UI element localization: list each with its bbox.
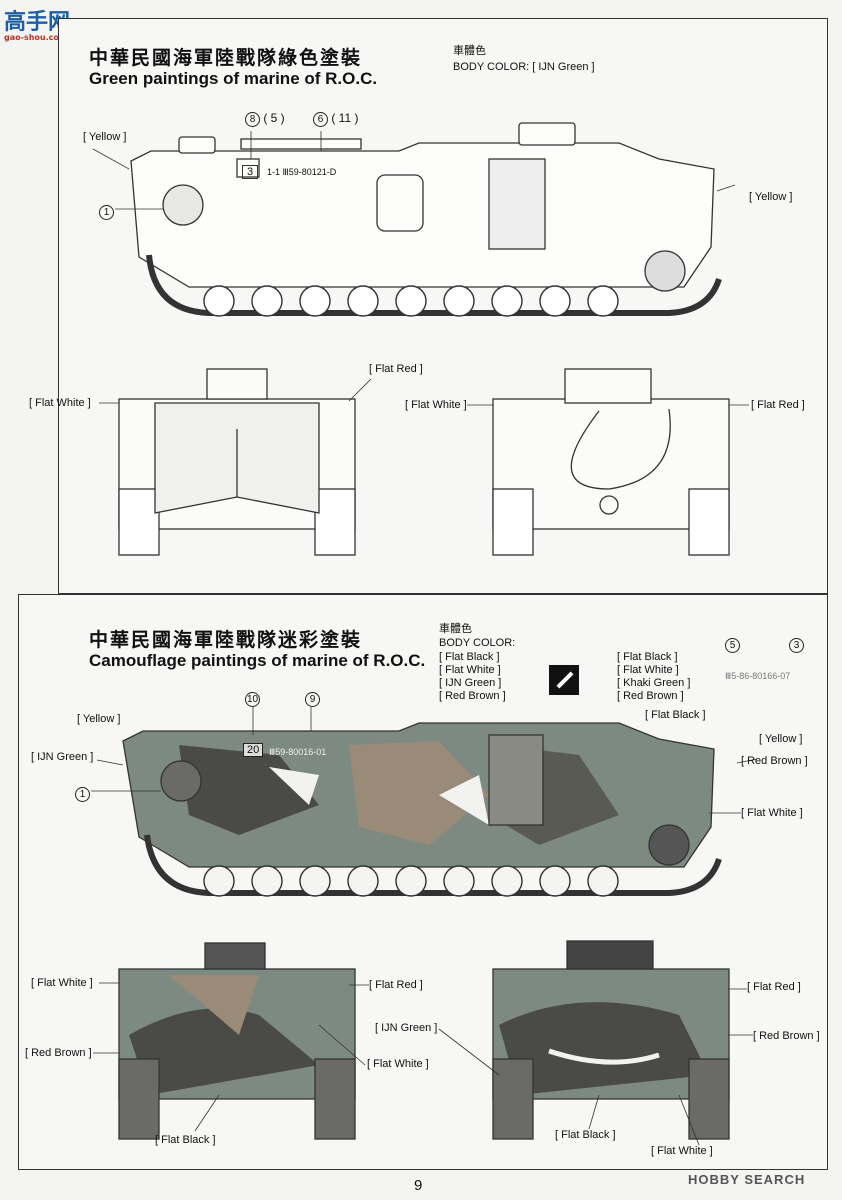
page-number: 9 xyxy=(414,1177,423,1194)
camo-callout-10: 10 xyxy=(245,689,260,707)
green-callout-6-paren: ( 11 ) xyxy=(331,111,359,125)
camouflage-scheme-panel: 中華民國海軍陸戰隊迷彩塗裝 Camouflage paintings of ma… xyxy=(18,594,828,1170)
camo-front-view xyxy=(118,942,356,1140)
decal-c5: 5 xyxy=(725,635,740,653)
camo-front-flat-red: [ Flat Red ] xyxy=(369,979,423,991)
green-rear-flat-red: [ Flat Red ] xyxy=(751,399,805,411)
camo-front-flat-white-2: [ Flat White ] xyxy=(367,1058,429,1070)
green-front-view xyxy=(118,368,356,556)
camo-front-flat-black: [ Flat Black ] xyxy=(155,1134,216,1146)
watermark: HOBBY SEARCH xyxy=(688,1172,806,1187)
camo-front-red-brown: [ Red Brown ] xyxy=(25,1047,92,1059)
camo-title-en: Camouflage paintings of marine of R.O.C. xyxy=(89,651,426,670)
camo-rear-flat-black: [ Flat Black ] xyxy=(555,1129,616,1141)
masking-icon xyxy=(549,665,579,695)
green-callout-6: 6 ( 11 ) xyxy=(313,111,358,127)
decal-c3: 3 xyxy=(789,635,804,653)
camo-yellow-left: [ Yellow ] xyxy=(77,713,121,725)
camo-rear-view xyxy=(492,940,730,1140)
camo-color-right-1: [ Flat Black ] xyxy=(617,651,678,663)
camo-callout-1-number: 1 xyxy=(75,787,90,802)
green-front-flat-white: [ Flat White ] xyxy=(29,397,91,409)
green-callout-8-paren: ( 5 ) xyxy=(263,111,285,125)
green-scheme-panel: 中華民國海軍陸戰隊綠色塗裝 Green paintings of marine … xyxy=(29,18,828,594)
camo-colors-left: [ Flat Black ] [ Flat White ] [ IJN Gree… xyxy=(439,651,506,703)
camo-rear-flat-white: [ Flat White ] xyxy=(651,1145,713,1157)
green-rear-flat-white: [ Flat White ] xyxy=(405,399,467,411)
green-yellow-right: [ Yellow ] xyxy=(749,191,793,203)
camo-color-right-4: [ Red Brown ] xyxy=(617,690,684,702)
green-road-wheels xyxy=(203,285,619,317)
green-side-view xyxy=(92,122,749,556)
camo-front-ijn-green: [ IJN Green ] xyxy=(375,1022,438,1034)
camo-front-flat-white: [ Flat White ] xyxy=(31,977,93,989)
green-callout-6-number: 6 xyxy=(313,112,328,127)
camo-body-color-zh: 車體色 xyxy=(439,623,472,635)
green-hull-number: 3 xyxy=(242,165,259,179)
camo-side-view xyxy=(91,707,758,1146)
camo-red-brown-right: [ Red Brown ] xyxy=(741,755,808,767)
green-body-color: BODY COLOR: [ IJN Green ] xyxy=(453,61,595,73)
camo-callout-10-number: 10 xyxy=(245,692,260,707)
decal-c3-number: 3 xyxy=(789,638,804,653)
camo-yellow-right: [ Yellow ] xyxy=(759,733,803,745)
camo-color-left-2: [ Flat White ] xyxy=(439,664,501,676)
green-title-en: Green paintings of marine of R.O.C. xyxy=(89,69,378,88)
green-callout-1-number: 1 xyxy=(99,205,114,220)
camo-color-left-4: [ Red Brown ] xyxy=(439,690,506,702)
camo-hull-code: Ⅲ59-80016-01 xyxy=(269,747,327,757)
camo-color-right-2: [ Flat White ] xyxy=(617,664,679,676)
decal-c5-number: 5 xyxy=(725,638,740,653)
green-callout-8-number: 8 xyxy=(245,112,260,127)
camo-hull-number: 20 xyxy=(243,743,264,757)
green-front-flat-red: [ Flat Red ] xyxy=(369,363,423,375)
green-hull-code: 1-1 Ⅲ59-80121-D xyxy=(267,167,337,177)
camo-callout-9: 9 xyxy=(305,689,320,707)
site-logo-url: gao-shou.com xyxy=(4,33,68,42)
camo-title-zh: 中華民國海軍陸戰隊迷彩塗裝 xyxy=(89,629,363,651)
camo-color-right-3: [ Khaki Green ] xyxy=(617,677,691,689)
camo-flat-black-top: [ Flat Black ] xyxy=(645,709,706,721)
green-callout-1: 1 xyxy=(99,202,114,220)
green-yellow-left: [ Yellow ] xyxy=(83,131,127,143)
camo-rear-flat-red: [ Flat Red ] xyxy=(747,981,801,993)
green-rear-view xyxy=(492,368,730,556)
camo-ijn-green: [ IJN Green ] xyxy=(31,751,94,763)
green-title-zh: 中華民國海軍陸戰隊綠色塗裝 xyxy=(89,47,363,69)
green-callout-8: 8 ( 5 ) xyxy=(245,111,285,127)
camo-color-left-1: [ Flat Black ] xyxy=(439,651,500,663)
camo-road-wheels xyxy=(203,865,619,897)
camo-rear-red-brown: [ Red Brown ] xyxy=(753,1030,820,1042)
camo-color-left-3: [ IJN Green ] xyxy=(439,677,502,689)
camo-colors-right: [ Flat Black ] [ Flat White ] [ Khaki Gr… xyxy=(617,651,690,703)
camo-body-color: BODY COLOR: xyxy=(439,637,516,649)
camo-callout-9-number: 9 xyxy=(305,692,320,707)
camo-callout-1: 1 xyxy=(75,784,90,802)
camo-flat-white-right: [ Flat White ] xyxy=(741,807,803,819)
green-body-color-zh: 車體色 xyxy=(453,45,486,57)
decal-text: Ⅲ5-86-80166-07 xyxy=(725,671,791,681)
